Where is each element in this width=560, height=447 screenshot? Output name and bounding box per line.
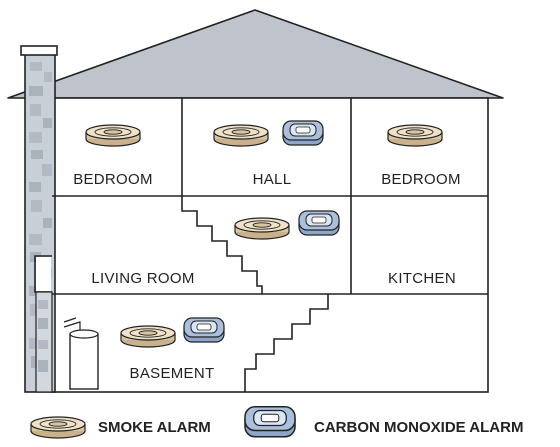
smoke-alarm-icon	[387, 124, 443, 147]
roof	[7, 9, 504, 99]
water-heater-icon	[63, 317, 99, 390]
room-label-bedroom-left: BEDROOM	[73, 171, 153, 188]
co-alarm-icon	[183, 317, 225, 343]
co-alarm-icon	[244, 406, 296, 438]
room-label-bedroom-right: BEDROOM	[381, 171, 461, 188]
room-label-hall: HALL	[253, 171, 292, 188]
smoke-alarm-icon	[30, 416, 86, 439]
room-label-kitchen: KITCHEN	[388, 270, 456, 287]
stairs-icon	[181, 196, 263, 294]
legend-smoke-alarm-label: SMOKE ALARM	[98, 419, 211, 436]
smoke-alarm-icon	[120, 325, 176, 348]
stairs-icon	[244, 294, 329, 392]
legend: SMOKE ALARM CARBON MONOXIDE ALARM	[30, 406, 523, 439]
smoke-alarm-icon	[234, 217, 290, 240]
legend-co-alarm-label: CARBON MONOXIDE ALARM	[314, 419, 523, 436]
smoke-alarm-icon	[85, 124, 141, 147]
room-label-living-room: LIVING ROOM	[91, 270, 194, 287]
smoke-alarm-icon	[213, 124, 269, 147]
room-label-basement: BASEMENT	[130, 365, 215, 382]
co-alarm-icon	[282, 120, 324, 146]
co-alarm-icon	[298, 210, 340, 236]
